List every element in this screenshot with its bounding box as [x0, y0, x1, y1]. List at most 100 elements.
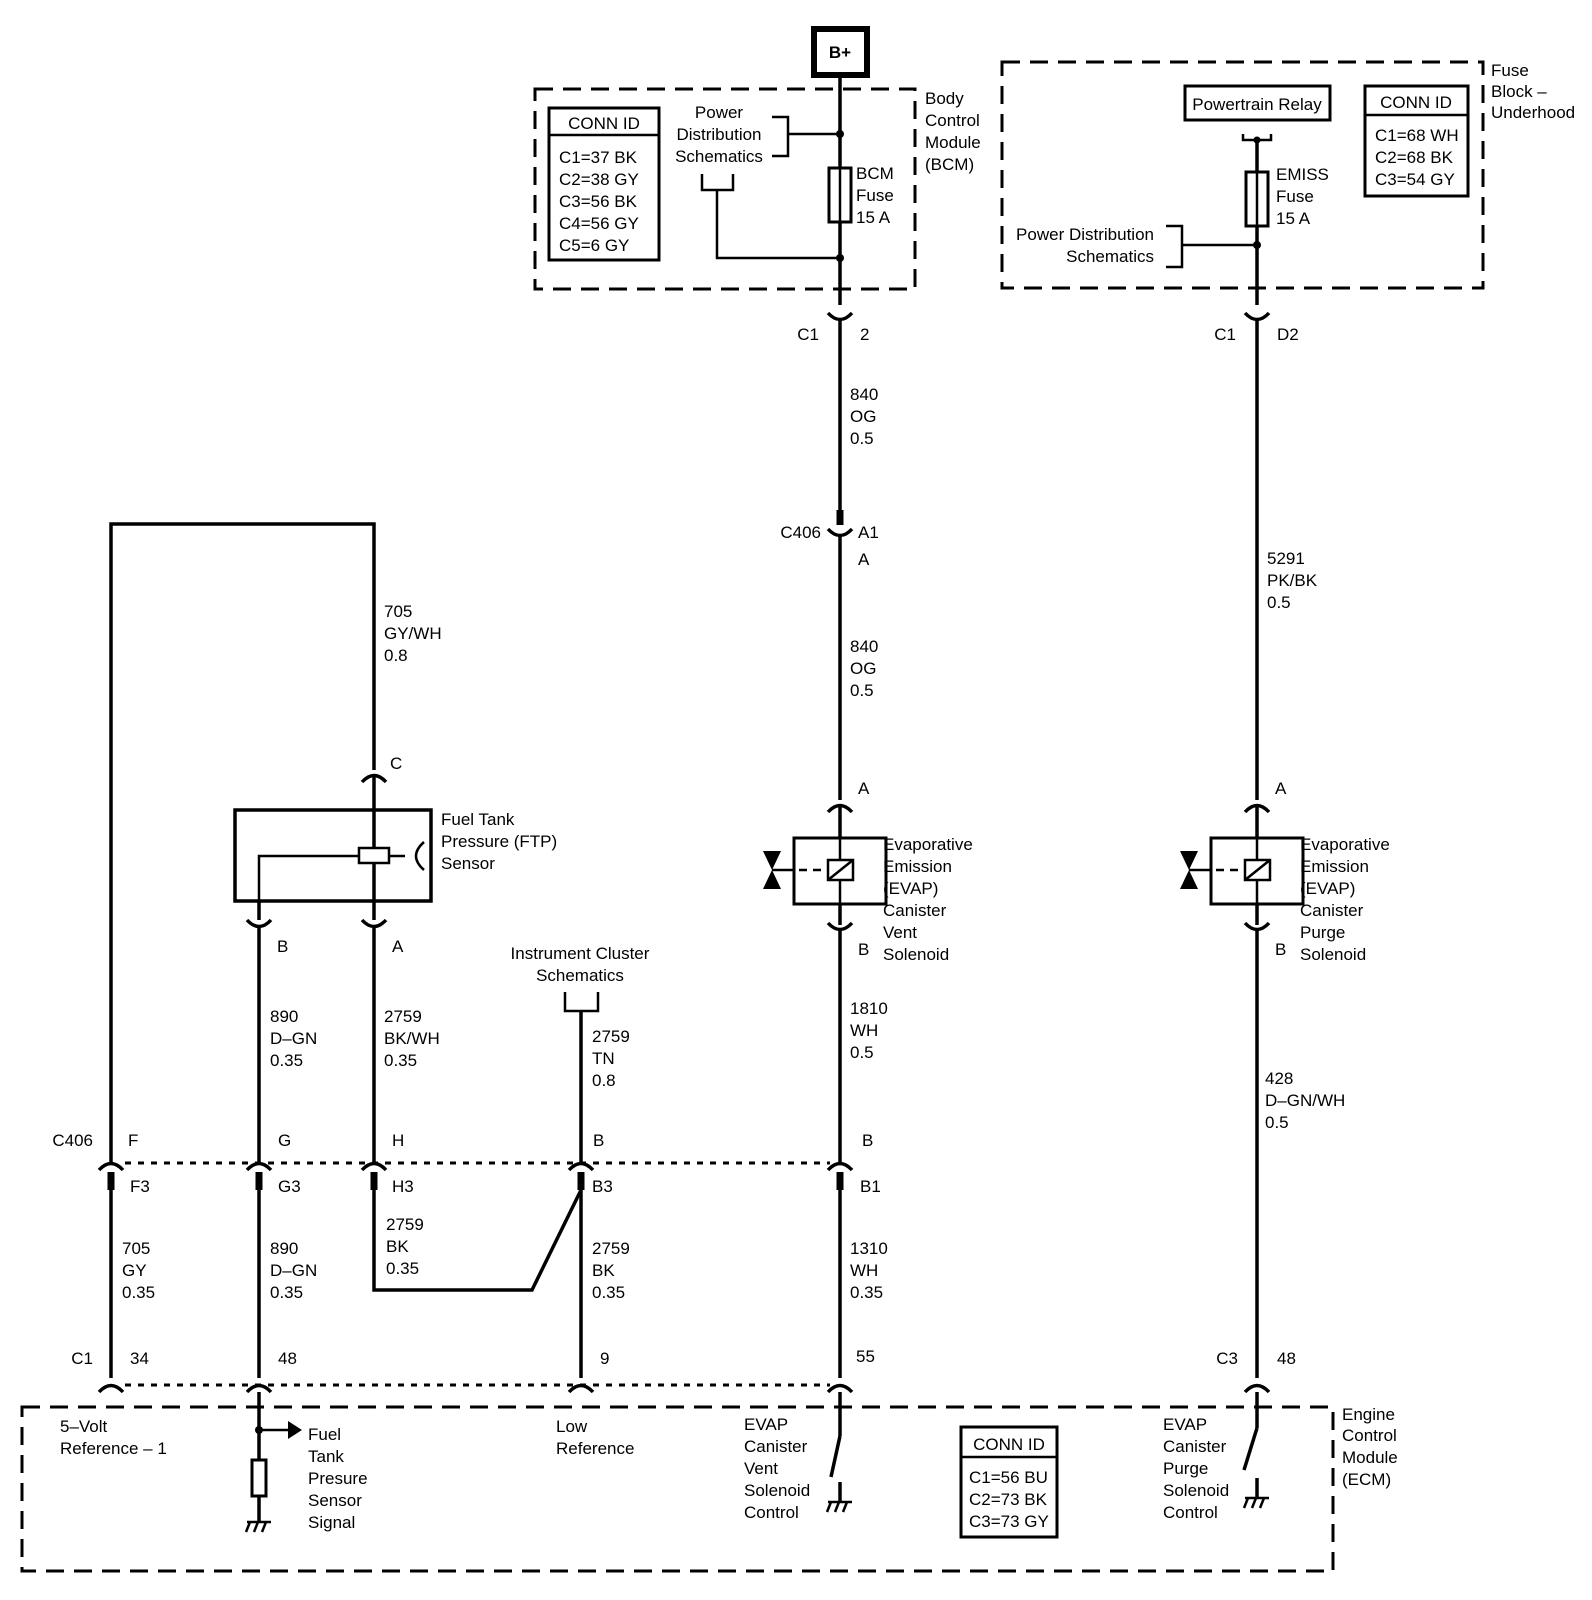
- svg-text:Control: Control: [925, 111, 980, 130]
- svg-text:BK: BK: [592, 1261, 615, 1280]
- svg-text:890: 890: [270, 1007, 298, 1026]
- svg-text:(BCM): (BCM): [925, 155, 974, 174]
- svg-text:9: 9: [600, 1349, 609, 1368]
- svg-text:D–GN: D–GN: [270, 1029, 317, 1048]
- svg-text:EVAP: EVAP: [744, 1415, 788, 1434]
- svg-text:0.35: 0.35: [270, 1283, 303, 1302]
- bcm-conn-row: C1=37 BK: [559, 148, 638, 167]
- svg-text:C3=73 GY: C3=73 GY: [969, 1512, 1049, 1531]
- svg-text:0.8: 0.8: [384, 646, 408, 665]
- svg-text:BK/WH: BK/WH: [384, 1029, 440, 1048]
- svg-text:EVAP: EVAP: [1163, 1415, 1207, 1434]
- svg-text:Purge: Purge: [1163, 1459, 1208, 1478]
- bplus-label: B+: [829, 43, 851, 62]
- ecm-5v-reference: 5–Volt Reference – 1: [60, 1417, 167, 1458]
- svg-text:A1: A1: [858, 523, 879, 542]
- svg-text:C406: C406: [52, 1131, 93, 1150]
- bcm-conn-row: C4=56 GY: [559, 214, 639, 233]
- svg-text:C1: C1: [71, 1349, 93, 1368]
- purge-pin-b: B: [1275, 940, 1286, 959]
- svg-text:0.35: 0.35: [850, 1283, 883, 1302]
- svg-text:34: 34: [130, 1349, 149, 1368]
- svg-text:(EVAP): (EVAP): [1300, 879, 1355, 898]
- svg-text:Body: Body: [925, 89, 964, 108]
- svg-text:Fuel: Fuel: [308, 1425, 341, 1444]
- lower-wires: [109, 1189, 842, 1378]
- purge-solenoid-label: Evaporative Emission (EVAP) Canister Pur…: [1300, 835, 1390, 964]
- vent-pin-a: A: [858, 779, 870, 798]
- svg-text:Schematics: Schematics: [675, 147, 763, 166]
- fuel-tank-pressure-sensor: [233, 808, 433, 903]
- svg-text:1810: 1810: [850, 999, 888, 1018]
- svg-text:Schematics: Schematics: [1066, 247, 1154, 266]
- wire-5291-column: C1 D2 5291 PK/BK 0.5 A: [1214, 311, 1318, 838]
- ecm-low-reference: Low Reference: [556, 1417, 634, 1458]
- svg-text:Pressure (FTP): Pressure (FTP): [441, 832, 557, 851]
- svg-text:Control: Control: [1163, 1503, 1218, 1522]
- svg-text:Distribution: Distribution: [676, 125, 761, 144]
- svg-text:Underhood: Underhood: [1491, 103, 1575, 122]
- svg-text:Instrument Cluster: Instrument Cluster: [511, 944, 650, 963]
- svg-text:Canister: Canister: [744, 1437, 808, 1456]
- bcm-conn-row: C3=56 BK: [559, 192, 638, 211]
- ecm-purge-control-switch: EVAP Canister Purge Solenoid Control: [1163, 1392, 1269, 1522]
- svg-text:Fuse: Fuse: [1276, 187, 1314, 206]
- svg-text:2759: 2759: [386, 1215, 424, 1234]
- svg-text:WH: WH: [850, 1021, 878, 1040]
- svg-text:Power: Power: [695, 103, 744, 122]
- svg-text:Block –: Block –: [1491, 82, 1547, 101]
- svg-text:0.5: 0.5: [1267, 593, 1291, 612]
- wire-890-top: B 890 D–GN 0.35: [245, 901, 317, 1163]
- svg-text:Reference – 1: Reference – 1: [60, 1439, 167, 1458]
- svg-text:G3: G3: [278, 1177, 301, 1196]
- svg-text:840: 840: [850, 385, 878, 404]
- svg-text:Signal: Signal: [308, 1513, 355, 1532]
- svg-text:D–GN/WH: D–GN/WH: [1265, 1091, 1345, 1110]
- svg-text:Evaporative: Evaporative: [883, 835, 973, 854]
- svg-text:D–GN: D–GN: [270, 1261, 317, 1280]
- vent-pin-b: B: [858, 940, 869, 959]
- ecm-module-outline: [20, 1405, 1335, 1573]
- svg-text:840: 840: [850, 637, 878, 656]
- vent-solenoid-label: Evaporative Emission (EVAP) Canister Ven…: [883, 835, 973, 964]
- fuse-block-power-distribution-ref: Power Distribution Schematics: [1016, 224, 1257, 269]
- svg-text:H: H: [392, 1131, 404, 1150]
- svg-text:C1=68 WH: C1=68 WH: [1375, 126, 1459, 145]
- ftp-pin-c: C: [390, 754, 402, 773]
- svg-text:D2: D2: [1277, 325, 1299, 344]
- svg-text:48: 48: [1277, 1349, 1296, 1368]
- svg-text:Powertrain Relay: Powertrain Relay: [1192, 95, 1322, 114]
- svg-text:Canister: Canister: [1300, 901, 1364, 920]
- svg-text:Emission: Emission: [1300, 857, 1369, 876]
- svg-text:CONN ID: CONN ID: [1380, 93, 1452, 112]
- svg-text:Solenoid: Solenoid: [1163, 1481, 1229, 1500]
- bcm-module-outline: [533, 87, 917, 291]
- svg-text:(ECM): (ECM): [1342, 1470, 1391, 1489]
- svg-text:Fuse: Fuse: [1491, 61, 1529, 80]
- purge-pin-a: A: [1275, 779, 1287, 798]
- svg-text:C1: C1: [1214, 325, 1236, 344]
- ftp-pin-b: B: [277, 937, 288, 956]
- svg-text:Presure: Presure: [308, 1469, 368, 1488]
- wire-1810-column: B 1810 WH 0.5: [826, 904, 888, 1163]
- svg-text:0.35: 0.35: [122, 1283, 155, 1302]
- battery-positive: B+: [811, 26, 870, 78]
- svg-text:GY/WH: GY/WH: [384, 624, 442, 643]
- bcm-conn-title: CONN ID: [568, 114, 640, 133]
- evap-vent-solenoid: [763, 836, 888, 906]
- instrument-cluster-ref: Instrument Cluster Schematics 2759 TN 0.…: [511, 944, 650, 1163]
- svg-text:5291: 5291: [1267, 549, 1305, 568]
- svg-text:705: 705: [122, 1239, 150, 1258]
- powertrain-relay: Powertrain Relay: [1183, 84, 1332, 172]
- svg-text:0.5: 0.5: [1265, 1113, 1289, 1132]
- bcm-c1-connector-labels: C1 2: [797, 325, 869, 344]
- svg-text:0.5: 0.5: [850, 429, 874, 448]
- svg-text:Solenoid: Solenoid: [883, 945, 949, 964]
- svg-text:Reference: Reference: [556, 1439, 634, 1458]
- fuse-block-conn-id-table: CONN ID C1=68 WH C2=68 BK C3=54 GY: [1363, 84, 1470, 198]
- svg-text:C3=54 GY: C3=54 GY: [1375, 170, 1455, 189]
- svg-text:C1: C1: [797, 325, 819, 344]
- svg-text:(EVAP): (EVAP): [883, 879, 938, 898]
- svg-text:H3: H3: [392, 1177, 414, 1196]
- bcm-label: Body Control Module (BCM): [925, 89, 981, 174]
